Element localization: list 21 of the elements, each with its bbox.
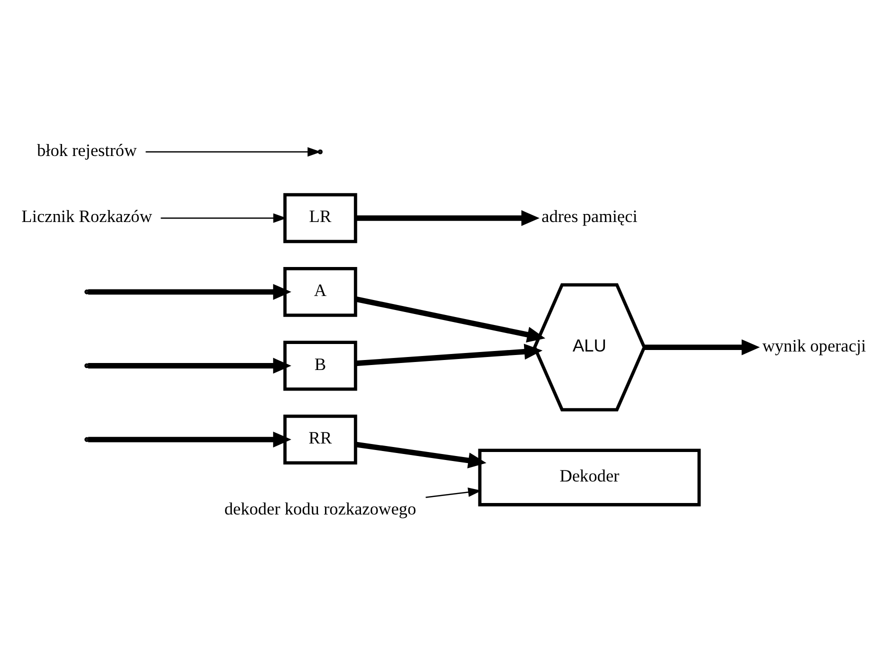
node-box: A xyxy=(283,266,358,316)
node-box: LR xyxy=(283,192,358,243)
node-box: B xyxy=(283,340,358,390)
arrow xyxy=(160,212,287,222)
arrow xyxy=(88,431,292,447)
arrow xyxy=(356,210,540,226)
arrow xyxy=(355,441,486,468)
node-text: błok rejestrów xyxy=(36,140,137,160)
node-text: dekoder kodu rozkazowego xyxy=(224,498,416,518)
arrow xyxy=(355,296,546,342)
arrow xyxy=(88,283,292,300)
node-text: adres pamięci xyxy=(542,206,638,226)
arrow xyxy=(146,146,322,156)
node-box: RR xyxy=(283,414,358,464)
arrow xyxy=(426,487,482,498)
node-text: Licznik Rozkazów xyxy=(22,206,152,226)
arrow xyxy=(356,343,543,366)
arrow xyxy=(88,357,292,374)
node-box: Dekoder xyxy=(478,448,701,506)
arrow xyxy=(644,338,760,355)
node-text: wynik operacji xyxy=(762,336,866,355)
